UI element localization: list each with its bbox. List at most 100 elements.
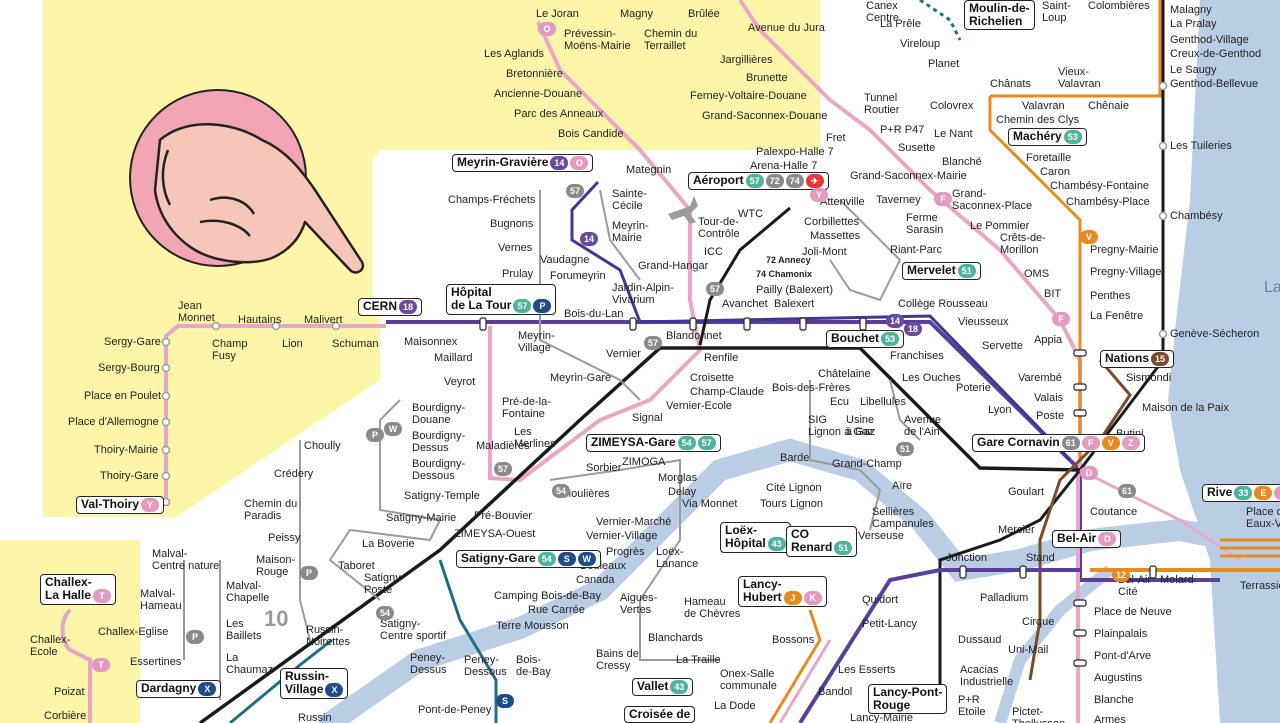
station-label: Vernes xyxy=(498,242,533,254)
station-label: Maison-Rouge xyxy=(256,554,296,578)
station-label: Riant-Parc xyxy=(890,244,942,256)
station-label: Place desEaux-Vives xyxy=(1246,506,1280,530)
hub-name: Mervelet xyxy=(907,263,956,278)
station-label: BIT xyxy=(1044,288,1062,300)
station-label: Satigny-Mairie xyxy=(386,512,457,524)
station-label: Barde xyxy=(780,452,810,464)
line-badge: 53 xyxy=(881,332,899,346)
station-label: Meyrin-Gare xyxy=(550,372,612,384)
station-label: Arena-Halle 7 xyxy=(750,160,818,172)
hub-rive[interactable]: Rive33EG xyxy=(1202,484,1280,502)
station-label: Pont-d'Arve xyxy=(1094,650,1152,662)
station-label: Franchises xyxy=(890,350,944,362)
station-label: Bois Candide xyxy=(558,128,624,140)
station-label: Grand-Hangar xyxy=(638,260,709,272)
line-rive-bundle xyxy=(1220,538,1280,558)
station-label: Bois-de-Bay xyxy=(516,654,551,678)
airplane-icon xyxy=(668,196,698,224)
line-badge: P xyxy=(186,630,204,644)
line-badge: 15 xyxy=(1151,352,1170,366)
station-label: Brunette xyxy=(746,72,788,84)
station-label: Pregny-Village xyxy=(1090,266,1162,278)
hub-name: Gare Cornavin xyxy=(977,435,1060,450)
bus-grey-7 xyxy=(549,458,720,661)
station-label: ICC xyxy=(704,246,723,258)
station-label: Taverney xyxy=(876,194,921,206)
station-label: Progrès xyxy=(606,546,645,558)
station-label: Tours Lignon xyxy=(760,498,823,510)
line-badge: F xyxy=(934,192,952,206)
station-label: Le Pommier xyxy=(970,220,1030,232)
hub-name: Val-Thoiry xyxy=(81,497,140,512)
station-label: Morglas xyxy=(658,472,698,484)
station-label: Thoiry-Mairie xyxy=(94,444,159,456)
station-label: Bugnons xyxy=(490,218,534,230)
line-badge: T xyxy=(92,658,110,672)
station-label: Bourdigny-Dessous xyxy=(412,458,466,482)
hub-name: Moulin-de-Richelien xyxy=(969,1,1030,28)
station-label: Champs-Fréchets xyxy=(448,194,536,206)
hub-lancy-pont-rouge[interactable]: Lancy-Pont-Rouge xyxy=(868,684,948,714)
line-badge: 57 xyxy=(513,299,532,313)
station-label: Vieux-Valavran xyxy=(1058,66,1101,90)
station-label: Corbière xyxy=(44,710,87,722)
station-label: Place en Poulet xyxy=(84,390,162,402)
station-label: Aïre xyxy=(892,480,913,492)
hub-name: Nations xyxy=(1105,351,1150,366)
station-label: Jonction xyxy=(946,552,987,564)
station-label: Cirque xyxy=(1022,616,1055,628)
station-label: Maillard xyxy=(434,352,473,364)
line-badge: W xyxy=(577,552,596,566)
station-label: Valavran xyxy=(1022,100,1065,112)
hub-croisee[interactable]: Croisée de xyxy=(624,706,696,723)
station-label: Grand-Saconnex-Place xyxy=(952,188,1033,212)
line-badge: 54 xyxy=(677,436,696,450)
line-badge: V xyxy=(1080,230,1098,244)
station-label: P+R P47 xyxy=(880,124,925,136)
hub-name: Lancy-Pont-Rouge xyxy=(873,685,943,712)
station-label: Chambésy-Fontaine xyxy=(1050,180,1150,192)
line-pink-y xyxy=(164,324,386,500)
station-label: Chemin des Clys xyxy=(996,114,1080,126)
france-zone-border xyxy=(37,0,172,523)
line-badge: 57 xyxy=(566,184,584,198)
station-label: Planet xyxy=(928,58,960,70)
hub-moulin[interactable]: Moulin-de-Richelien xyxy=(964,0,1035,30)
station-label: Verseuse xyxy=(858,530,904,542)
station-label: Les Esserts xyxy=(838,664,896,676)
line-badge: S xyxy=(557,552,576,566)
station-label: Plainpalais xyxy=(1094,628,1148,640)
station-label: Avenue du Jura xyxy=(748,22,825,34)
line-multi-jk xyxy=(768,609,822,723)
station-label: Bourdigny-Dessus xyxy=(412,430,466,454)
zone-number: 10 xyxy=(264,606,289,631)
line-badge: 57 xyxy=(494,462,512,476)
line-badge: O xyxy=(570,156,589,170)
